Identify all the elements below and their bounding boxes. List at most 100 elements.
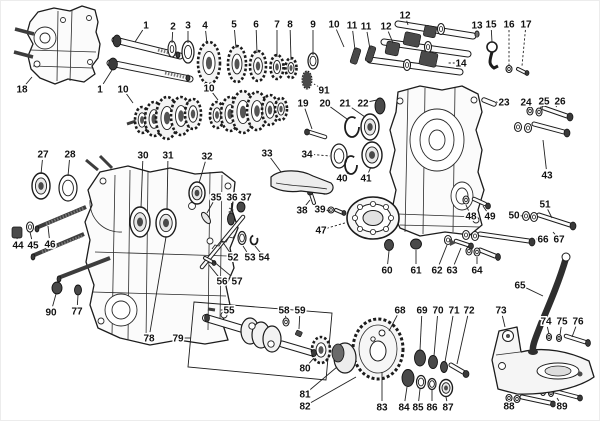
part-label-19: 19 xyxy=(297,99,309,110)
part-label-10: 10 xyxy=(117,85,129,96)
main-bearing-ring xyxy=(346,196,400,240)
leader-line xyxy=(102,69,113,85)
part-label-36: 36 xyxy=(226,193,238,204)
leader-line xyxy=(25,76,33,85)
part-label-3: 3 xyxy=(185,21,191,32)
part-label-65: 65 xyxy=(514,281,526,292)
leader-line xyxy=(298,315,301,330)
leader-line xyxy=(482,205,487,212)
leader-line xyxy=(335,29,345,48)
part-label-62: 62 xyxy=(431,266,443,277)
leader-line xyxy=(542,139,547,170)
leader-line xyxy=(205,30,208,45)
part-label-46: 46 xyxy=(44,240,56,251)
part-label-88: 88 xyxy=(503,402,515,413)
part-label-5: 5 xyxy=(231,20,237,31)
diagram-parts xyxy=(25,20,591,408)
leader-line xyxy=(388,315,398,332)
leader-line xyxy=(309,376,357,404)
part-label-7: 7 xyxy=(274,20,280,31)
part-label-24: 24 xyxy=(520,98,532,109)
leader-line xyxy=(198,161,206,184)
part-label-18: 18 xyxy=(16,85,28,96)
leader-line xyxy=(419,315,423,351)
part-label-53: 53 xyxy=(244,253,256,264)
part-label-48: 48 xyxy=(465,212,477,223)
leader-line xyxy=(445,396,448,402)
part-label-78: 78 xyxy=(143,334,155,345)
gearbox-mount-bracket xyxy=(491,326,595,395)
part-label-86: 86 xyxy=(426,403,438,414)
leader-line xyxy=(242,245,248,253)
part-label-14: 14 xyxy=(455,59,467,70)
leader-line xyxy=(255,29,258,54)
part-label-22: 22 xyxy=(357,99,369,110)
leader-line xyxy=(312,154,331,157)
leader-line xyxy=(556,397,560,402)
part-label-91: 91 xyxy=(318,86,330,97)
part-label-10: 10 xyxy=(328,20,340,31)
part-label-74: 74 xyxy=(540,317,552,328)
part-label-27: 27 xyxy=(37,150,49,161)
part-label-31: 31 xyxy=(162,151,174,162)
part-label-17: 17 xyxy=(520,20,532,31)
part-label-26: 26 xyxy=(554,97,566,108)
part-label-64: 64 xyxy=(471,266,483,277)
leader-line xyxy=(555,105,558,108)
leader-line xyxy=(29,231,33,240)
part-label-28: 28 xyxy=(64,150,76,161)
part-label-80: 80 xyxy=(299,364,311,375)
leader-line xyxy=(47,225,50,239)
leader-line xyxy=(387,31,394,44)
part-label-84: 84 xyxy=(398,403,410,414)
leader-line xyxy=(285,315,287,319)
leader-line xyxy=(406,20,409,26)
part-label-40: 40 xyxy=(336,174,348,185)
part-label-12: 12 xyxy=(399,11,411,22)
leader-line xyxy=(346,171,350,175)
leader-line xyxy=(134,29,144,43)
part-label-15: 15 xyxy=(485,20,497,31)
part-label-85: 85 xyxy=(412,403,424,414)
part-label-6: 6 xyxy=(253,20,259,31)
leader-line xyxy=(368,99,378,103)
part-label-90: 90 xyxy=(45,308,57,319)
oil-strainer xyxy=(270,170,334,195)
output-gear xyxy=(351,317,405,381)
leader-line xyxy=(254,245,261,253)
part-label-66: 66 xyxy=(537,235,549,246)
part-label-55: 55 xyxy=(223,306,235,317)
part-label-49: 49 xyxy=(484,212,496,223)
part-label-45: 45 xyxy=(27,241,39,252)
part-label-63: 63 xyxy=(446,266,458,277)
leader-line xyxy=(352,30,356,51)
part-label-81: 81 xyxy=(299,390,311,401)
leader-line xyxy=(126,93,134,104)
leader-line xyxy=(313,83,320,88)
part-label-44: 44 xyxy=(12,241,24,252)
leader-line xyxy=(308,357,315,364)
part-label-11: 11 xyxy=(361,22,372,33)
part-label-38: 38 xyxy=(296,206,308,217)
leader-line xyxy=(40,159,43,175)
leader-line xyxy=(67,159,70,177)
part-label-9: 9 xyxy=(310,20,316,31)
leader-line xyxy=(309,366,338,391)
part-label-68: 68 xyxy=(394,306,406,317)
leader-line xyxy=(546,326,550,335)
part-label-11: 11 xyxy=(347,21,358,32)
leader-line xyxy=(76,294,79,306)
part-label-20: 20 xyxy=(319,99,331,110)
leader-line xyxy=(289,29,292,61)
part-label-60: 60 xyxy=(381,266,393,277)
leader-line xyxy=(387,250,390,265)
shift-lever xyxy=(528,252,571,355)
part-label-51: 51 xyxy=(539,200,551,211)
crankcase-bottom-left-half xyxy=(84,154,239,346)
part-label-41: 41 xyxy=(360,174,372,185)
leader-line xyxy=(270,157,282,173)
part-label-72: 72 xyxy=(463,306,475,317)
leader-line xyxy=(241,201,244,204)
